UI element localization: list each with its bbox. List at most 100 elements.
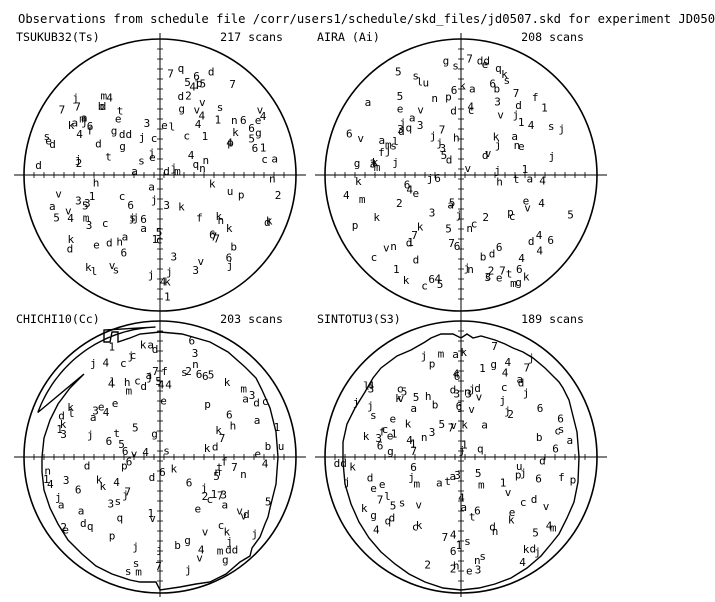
source-label: 4 — [368, 380, 375, 393]
source-label: e — [45, 134, 52, 147]
source-label: j — [399, 117, 406, 130]
source-label: s — [138, 154, 145, 167]
source-label: 4 — [539, 175, 546, 188]
source-label: t — [105, 151, 112, 164]
source-label: c — [501, 381, 508, 394]
source-label: j — [421, 349, 428, 362]
source-label: 6 — [127, 199, 134, 212]
source-label: 1 — [410, 437, 417, 450]
source-label: m — [79, 113, 86, 126]
source-label: 7 — [523, 362, 530, 375]
source-label: j — [436, 137, 443, 150]
source-label: p — [238, 188, 245, 201]
source-label: l — [109, 376, 116, 389]
source-label: d — [489, 521, 496, 534]
source-label: q — [384, 515, 391, 528]
source-label: 3 — [370, 158, 377, 171]
source-label: 6 — [456, 400, 463, 413]
source-label: 2 — [507, 408, 514, 421]
source-label: 4 — [502, 367, 509, 380]
source-label: n — [269, 173, 276, 186]
source-label: d — [482, 149, 489, 162]
source-label: 5 — [401, 386, 408, 399]
source-label: u — [278, 440, 285, 453]
source-label: s — [163, 445, 170, 458]
source-label: 6 — [489, 78, 496, 91]
source-label: j — [146, 371, 153, 384]
scan-count: 189 scans — [521, 312, 584, 326]
source-label: 4 — [198, 544, 205, 557]
source-label: 4 — [67, 212, 74, 225]
source-label: g — [222, 554, 229, 567]
source-label: 6 — [547, 234, 554, 247]
source-label: u — [227, 185, 234, 198]
source-label: j — [81, 115, 88, 128]
source-label: d — [58, 410, 65, 423]
source-label: h — [453, 132, 460, 145]
source-label: 6 — [186, 476, 193, 489]
source-label: k — [508, 514, 515, 527]
source-label: k — [224, 376, 231, 389]
source-label: 1 — [56, 423, 63, 436]
source-label: a — [145, 369, 152, 382]
source-label: 5 — [53, 211, 60, 224]
source-label: m — [478, 478, 485, 491]
source-label: m — [100, 90, 107, 103]
source-label: a — [81, 112, 88, 125]
source-label: j — [512, 108, 519, 121]
source-label: 7 — [448, 237, 455, 250]
source-label: d — [152, 343, 159, 356]
source-label: 6 — [240, 114, 247, 127]
source-label: 4 — [458, 492, 465, 505]
source-label: k — [372, 156, 379, 169]
source-label: d — [446, 154, 453, 167]
source-label: 1 — [456, 539, 463, 552]
source-label: j — [132, 541, 139, 554]
source-label: a — [469, 82, 476, 95]
source-label: j — [408, 471, 415, 484]
source-label: a — [147, 338, 154, 351]
source-label: k — [461, 418, 468, 431]
source-label: 6 — [557, 413, 564, 426]
source-label: 4 — [519, 556, 526, 569]
source-label: v — [197, 255, 204, 268]
source-label: j — [523, 387, 530, 400]
source-label: v — [196, 552, 203, 565]
source-label: dd — [334, 457, 347, 470]
source-label: e — [93, 238, 100, 251]
source-label: v — [357, 132, 364, 145]
source-label: k — [99, 480, 106, 493]
source-label: q — [87, 520, 94, 533]
source-label: k — [178, 201, 185, 214]
source-label: k — [215, 424, 222, 437]
source-label: 7 — [448, 422, 455, 435]
source-label: d — [413, 253, 420, 266]
source-label: 3 — [375, 432, 382, 445]
page-title: Observations from schedule file /corr/us… — [18, 12, 715, 26]
source-label: v — [464, 162, 471, 175]
source-label: a — [452, 348, 459, 361]
source-label: 1 — [147, 507, 154, 520]
source-label: k — [209, 178, 216, 191]
source-label: 3 — [249, 389, 256, 402]
source-label: j — [166, 265, 173, 278]
source-label: k — [493, 131, 500, 144]
source-label: 4 — [260, 110, 267, 123]
source-label: 7 — [152, 365, 159, 378]
source-label: k — [232, 126, 239, 139]
source-label: 4 — [165, 379, 172, 392]
source-label: 6 — [252, 142, 259, 155]
source-label: 7 — [231, 461, 238, 474]
source-label: 4 — [373, 524, 380, 537]
source-label: j — [457, 400, 464, 413]
source-label: k — [501, 68, 508, 81]
source-label: 3 — [144, 117, 151, 130]
source-label: a — [254, 414, 261, 427]
source-label: 1 — [211, 488, 218, 501]
source-label: a — [370, 157, 377, 170]
source-label: j — [127, 350, 134, 363]
source-label: a — [140, 222, 147, 235]
source-label: 5 — [248, 132, 255, 145]
source-label: 1 — [108, 341, 115, 354]
